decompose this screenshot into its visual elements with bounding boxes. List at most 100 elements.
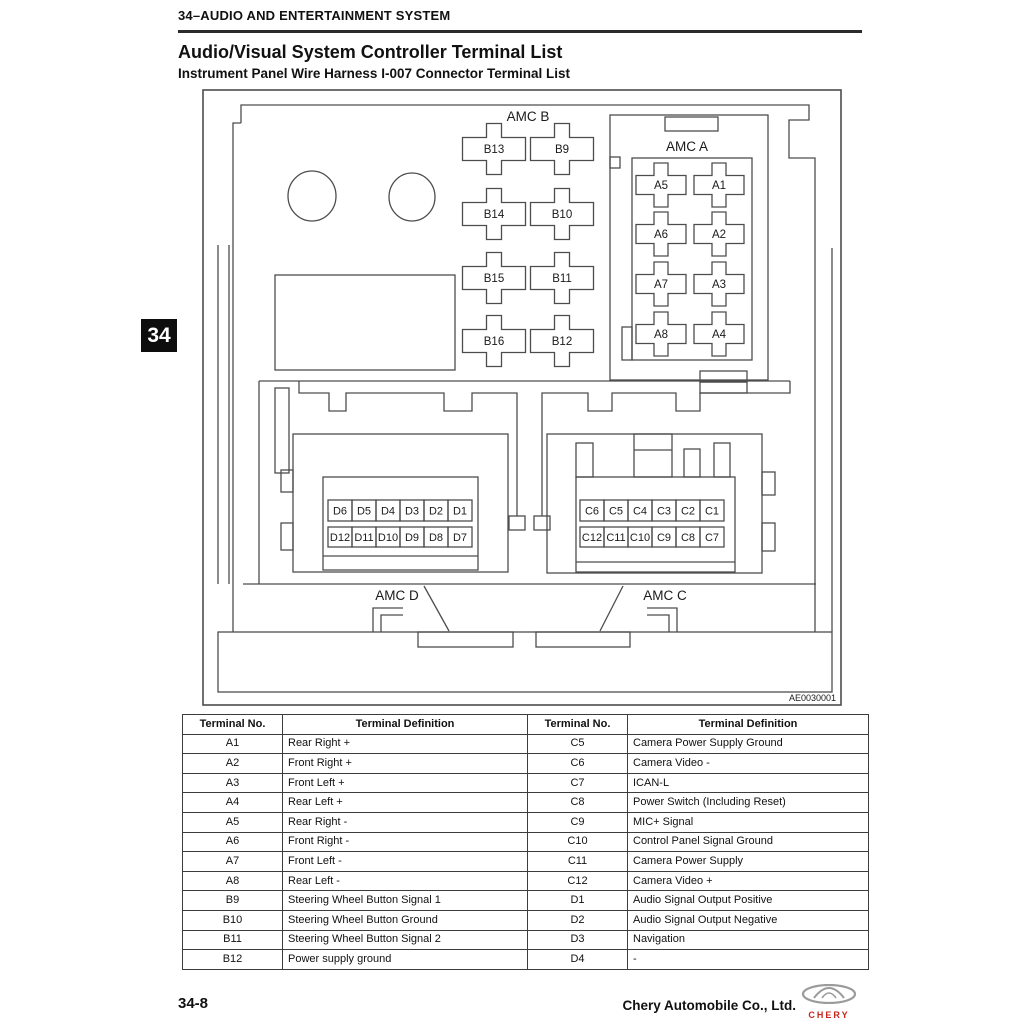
amc-d-label: AMC D (375, 588, 419, 603)
page-number: 34-8 (178, 995, 209, 1012)
pin-cell-label: C2 (681, 506, 695, 518)
pin-cell-label: C9 (657, 532, 671, 544)
pin-label: A5 (654, 180, 668, 192)
terminal-no-cell: A3 (182, 772, 283, 794)
terminal-definition-cell: Front Right + (282, 753, 528, 774)
terminal-definition-cell: Camera Video - (627, 753, 869, 774)
pin-label: B16 (484, 336, 504, 348)
pin-cell-label: D11 (354, 532, 373, 544)
pin-label: A6 (654, 229, 668, 241)
pin-cell-label: D10 (378, 532, 398, 544)
pin-cell-label: C1 (705, 506, 719, 518)
pin-label: A1 (712, 180, 726, 192)
terminal-definition-cell: Rear Right - (282, 811, 528, 833)
pin-cross (529, 251, 595, 305)
terminal-definition-cell: Audio Signal Output Negative (627, 909, 869, 931)
pin-label: B11 (552, 273, 572, 285)
terminal-no-cell: D2 (527, 909, 628, 931)
pin-cell-label: C10 (630, 532, 650, 544)
pin-label: A3 (712, 279, 726, 291)
pin-cell-label: D7 (453, 532, 467, 544)
terminal-definition-cell: Power supply ground (282, 949, 528, 970)
pin-label: B12 (552, 336, 572, 348)
terminal-no-cell: D4 (527, 949, 628, 970)
terminal-no-cell: A5 (182, 811, 283, 833)
pin-label: B9 (555, 144, 569, 156)
pin-cell-label: D3 (405, 506, 419, 518)
pin-cell-label: C7 (705, 532, 719, 544)
pin-cell-label: D9 (405, 532, 419, 544)
terminal-no-cell: C7 (527, 772, 628, 794)
terminal-definition-cell: MIC+ Signal (627, 811, 869, 833)
pin-cell-label: D1 (453, 506, 467, 518)
amc-b-label: AMC B (507, 109, 550, 124)
terminal-no-cell: A1 (182, 733, 283, 755)
terminal-definition-cell: - (627, 949, 869, 970)
pin-cell-label: D4 (381, 506, 395, 518)
amc-c-label: AMC C (643, 588, 687, 603)
pin-cell-label: D8 (429, 532, 443, 544)
pin-cross (461, 251, 527, 305)
pin-label: B13 (484, 144, 504, 156)
terminal-no-cell: A6 (182, 831, 283, 853)
terminal-no-cell: C11 (527, 851, 628, 872)
figure-code: AE0030001 (789, 693, 836, 703)
pin-label: B14 (484, 209, 505, 221)
terminal-no-cell: B12 (182, 949, 283, 970)
pin-label: A8 (654, 329, 668, 341)
table-header-cell: Terminal Definition (282, 714, 528, 735)
terminal-definition-cell: Front Left - (282, 851, 528, 872)
amc-a-label: AMC A (666, 139, 708, 154)
chery-emblem-icon (801, 983, 857, 1005)
chapter-header: 34–AUDIO AND ENTERTAINMENT SYSTEM (178, 8, 451, 23)
terminal-definition-cell: Power Switch (Including Reset) (627, 792, 869, 813)
pin-cross (461, 187, 527, 241)
chery-brand-text: CHERY (808, 1010, 850, 1020)
terminal-definition-cell: Audio Signal Output Positive (627, 890, 869, 911)
pin-cross (529, 314, 595, 368)
page-subtitle: Instrument Panel Wire Harness I-007 Conn… (178, 66, 570, 81)
chapter-tab: 34 (141, 319, 177, 352)
pin-cell-label: C11 (606, 532, 625, 544)
terminal-no-cell: C10 (527, 831, 628, 853)
pin-cell-label: D5 (357, 506, 371, 518)
table-header-cell: Terminal No. (527, 714, 628, 735)
pin-label: A2 (712, 229, 726, 241)
pin-label: A7 (654, 279, 668, 291)
chery-logo: CHERY (800, 983, 858, 1022)
terminal-definition-cell: Steering Wheel Button Signal 1 (282, 890, 528, 911)
pin-cross (635, 162, 687, 208)
pin-cross (461, 122, 527, 176)
pin-cell-label: C12 (582, 532, 602, 544)
terminal-no-cell: C5 (527, 733, 628, 755)
pin-label: A4 (712, 329, 727, 341)
terminal-definition-cell: Rear Right + (282, 733, 528, 755)
pin-cross (529, 122, 595, 176)
pin-cell (447, 526, 473, 548)
header-rule (178, 30, 862, 33)
pin-cell-label: C8 (681, 532, 695, 544)
company-name: Chery Automobile Co., Ltd. (622, 998, 797, 1013)
pin-cell (699, 499, 725, 522)
pin-cell-label: C3 (657, 506, 671, 518)
table-header-cell: Terminal No. (182, 714, 283, 735)
pin-cell-label: D6 (333, 506, 347, 518)
terminal-no-cell: A7 (182, 851, 283, 872)
terminal-no-cell: B9 (182, 890, 283, 911)
page-title: Audio/Visual System Controller Terminal … (178, 42, 563, 62)
pin-cell (699, 526, 725, 548)
pin-cell-label: C4 (633, 506, 647, 518)
terminal-definition-cell: Camera Power Supply (627, 851, 869, 872)
pin-cross (461, 314, 527, 368)
